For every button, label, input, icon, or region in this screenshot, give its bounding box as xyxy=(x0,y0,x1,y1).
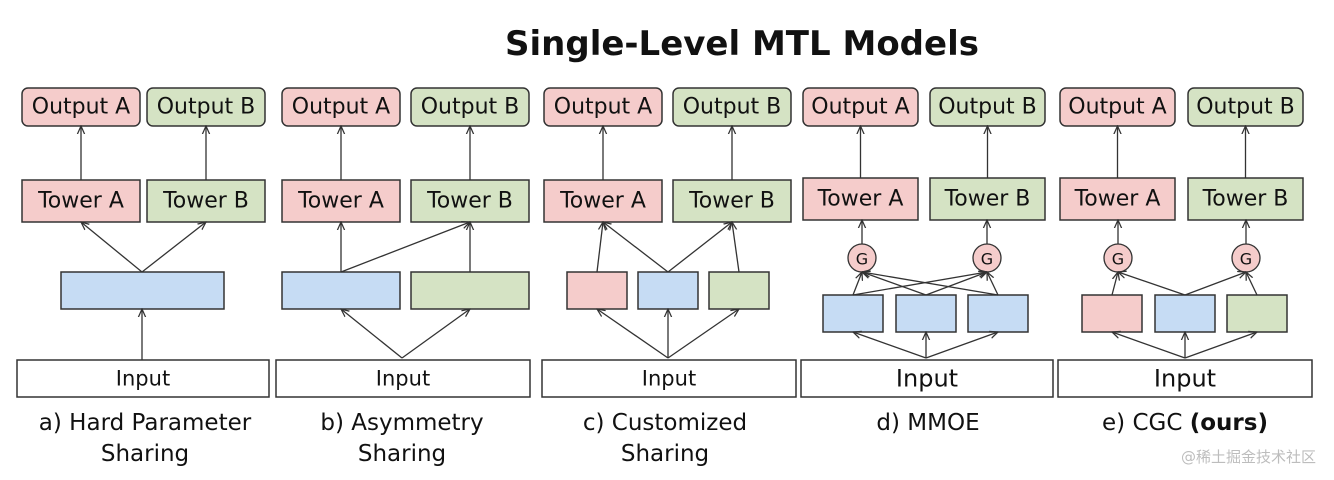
caption-bold-text: (ours) xyxy=(1190,410,1268,436)
panel-e-input-label: Input xyxy=(1154,365,1216,393)
connector-arrow xyxy=(603,222,669,273)
panel-a-output-a-label: Output A xyxy=(32,95,130,120)
panel-0-caption-line-0: a) Hard Parameter xyxy=(39,410,252,436)
panel-a-tower-b-label: Tower B xyxy=(162,189,249,214)
watermark: @稀土掘金技术社区 xyxy=(1181,448,1316,466)
panel-b-shared-expert xyxy=(281,271,401,310)
panel-b-tower-a-box xyxy=(281,179,401,223)
panel-3-caption-line-0: d) MMOE xyxy=(876,410,979,436)
panel-d-tower-b-box xyxy=(929,177,1046,221)
connector-arrow xyxy=(852,272,987,296)
connector-arrow xyxy=(341,309,403,359)
caption-text: b) Asymmetry xyxy=(320,410,483,436)
panel-e-input-box xyxy=(1057,359,1313,398)
panel-a-output-b-label: Output B xyxy=(157,95,256,120)
panel-e-shared-expert xyxy=(1154,294,1216,333)
connector-arrow xyxy=(987,272,999,296)
panel-c-tower-a-label: Tower A xyxy=(559,189,646,214)
panel-d-gate-b-label: G xyxy=(981,250,993,269)
connector-arrow xyxy=(401,309,470,359)
connector-arrow xyxy=(925,332,998,359)
panel-a-input-label: Input xyxy=(116,367,170,391)
panel-e-gate-a-label: G xyxy=(1112,250,1124,269)
connector-arrow xyxy=(667,222,732,273)
diagram-title: Single-Level MTL Models xyxy=(505,24,979,64)
caption-text: Sharing xyxy=(101,441,189,467)
connector-arrow xyxy=(597,309,669,359)
panels-group: Output A Output B Tower A Tower B Input a) Ha… xyxy=(16,87,1313,467)
panel-c-tower-b-label: Tower B xyxy=(688,189,775,214)
connector-arrow xyxy=(141,222,206,273)
connector-arrow xyxy=(862,272,999,296)
connector-arrow xyxy=(1184,332,1257,359)
connector-arrow xyxy=(596,222,603,273)
panel-c-task-b-expert xyxy=(708,271,770,310)
panel-d-gate-a-label: G xyxy=(856,250,868,269)
panel-a-tower-b-box xyxy=(146,179,266,223)
panel-2-caption-line-0: c) Customized xyxy=(583,410,747,436)
panel-e-output-a-label: Output A xyxy=(1068,95,1166,120)
panel-c-input-label: Input xyxy=(642,367,696,391)
panel-b-tower-a-label: Tower A xyxy=(297,189,384,214)
panel-c-task-a-expert xyxy=(566,271,628,310)
panel-b-input-box xyxy=(275,359,531,398)
panel-d-output-a-label: Output A xyxy=(811,95,909,120)
panel-b-input-label: Input xyxy=(376,367,430,391)
panel-d-tower-b-label: Tower B xyxy=(944,187,1031,212)
panel-d-expert-3 xyxy=(967,294,1029,333)
panel-d-tower-a-label: Tower A xyxy=(817,187,904,212)
panel-c-input-box xyxy=(541,359,797,398)
panel-c-tower-b-box xyxy=(672,179,792,223)
panel-b-task-b-expert xyxy=(410,271,530,310)
panel-e-task-b-expert xyxy=(1226,294,1288,333)
panel-4-caption-line-0: e) CGC (ours) xyxy=(1102,410,1268,436)
panel-d-output-b-label: Output B xyxy=(938,95,1037,120)
panel-1-caption-line-1: Sharing xyxy=(358,441,446,467)
panel-1-caption-line-0: b) Asymmetry xyxy=(320,410,483,436)
panel-e-tower-b-box xyxy=(1187,177,1304,221)
connector-arrow xyxy=(1118,272,1186,296)
panel-c-shared-expert xyxy=(637,271,699,310)
panel-b-output-a-label: Output A xyxy=(292,95,390,120)
panel-e-tower-b-label: Tower B xyxy=(1202,187,1289,212)
panel-d-input-label: Input xyxy=(896,365,958,393)
panel-e-gate-b-label: G xyxy=(1240,250,1252,269)
connector-arrow xyxy=(1112,332,1186,359)
panel-0-caption-line-1: Sharing xyxy=(101,441,189,467)
connector-arrow xyxy=(81,222,143,273)
caption-text: Sharing xyxy=(621,441,709,467)
connector-arrow xyxy=(862,272,927,296)
panel-c-tower-a-box xyxy=(543,179,663,223)
caption-text: Sharing xyxy=(358,441,446,467)
connector-arrow xyxy=(852,272,862,296)
panel-e-output-b-label: Output B xyxy=(1196,95,1295,120)
panel-b-tower-b-label: Tower B xyxy=(426,189,513,214)
caption-text: a) Hard Parameter xyxy=(39,410,252,436)
connector-arrow xyxy=(1246,272,1258,296)
panel-d-expert-2 xyxy=(895,294,957,333)
panel-d-input-box xyxy=(800,359,1054,398)
connector-arrow xyxy=(1184,272,1246,296)
connector-arrow xyxy=(1111,272,1118,296)
panel-2-caption-line-1: Sharing xyxy=(621,441,709,467)
connector-arrow xyxy=(340,222,470,273)
connector-arrow xyxy=(853,332,927,359)
panel-d-expert-1 xyxy=(822,294,884,333)
panel-c-output-b-label: Output B xyxy=(683,95,782,120)
panel-e-tower-a-label: Tower A xyxy=(1074,187,1161,212)
panel-c-output-a-label: Output A xyxy=(554,95,652,120)
caption-text: d) MMOE xyxy=(876,410,979,436)
panel-a-shared-expert xyxy=(60,271,225,310)
connector-arrow xyxy=(732,222,740,273)
panel-a-tower-a-label: Tower A xyxy=(37,189,124,214)
connector-arrow xyxy=(667,309,739,359)
connector-arrow xyxy=(925,272,987,296)
panel-a-input-box xyxy=(16,359,270,398)
panel-b-output-b-label: Output B xyxy=(421,95,520,120)
caption-text: e) CGC xyxy=(1102,410,1190,436)
panel-e-task-a-expert xyxy=(1081,294,1143,333)
caption-text: c) Customized xyxy=(583,410,747,436)
